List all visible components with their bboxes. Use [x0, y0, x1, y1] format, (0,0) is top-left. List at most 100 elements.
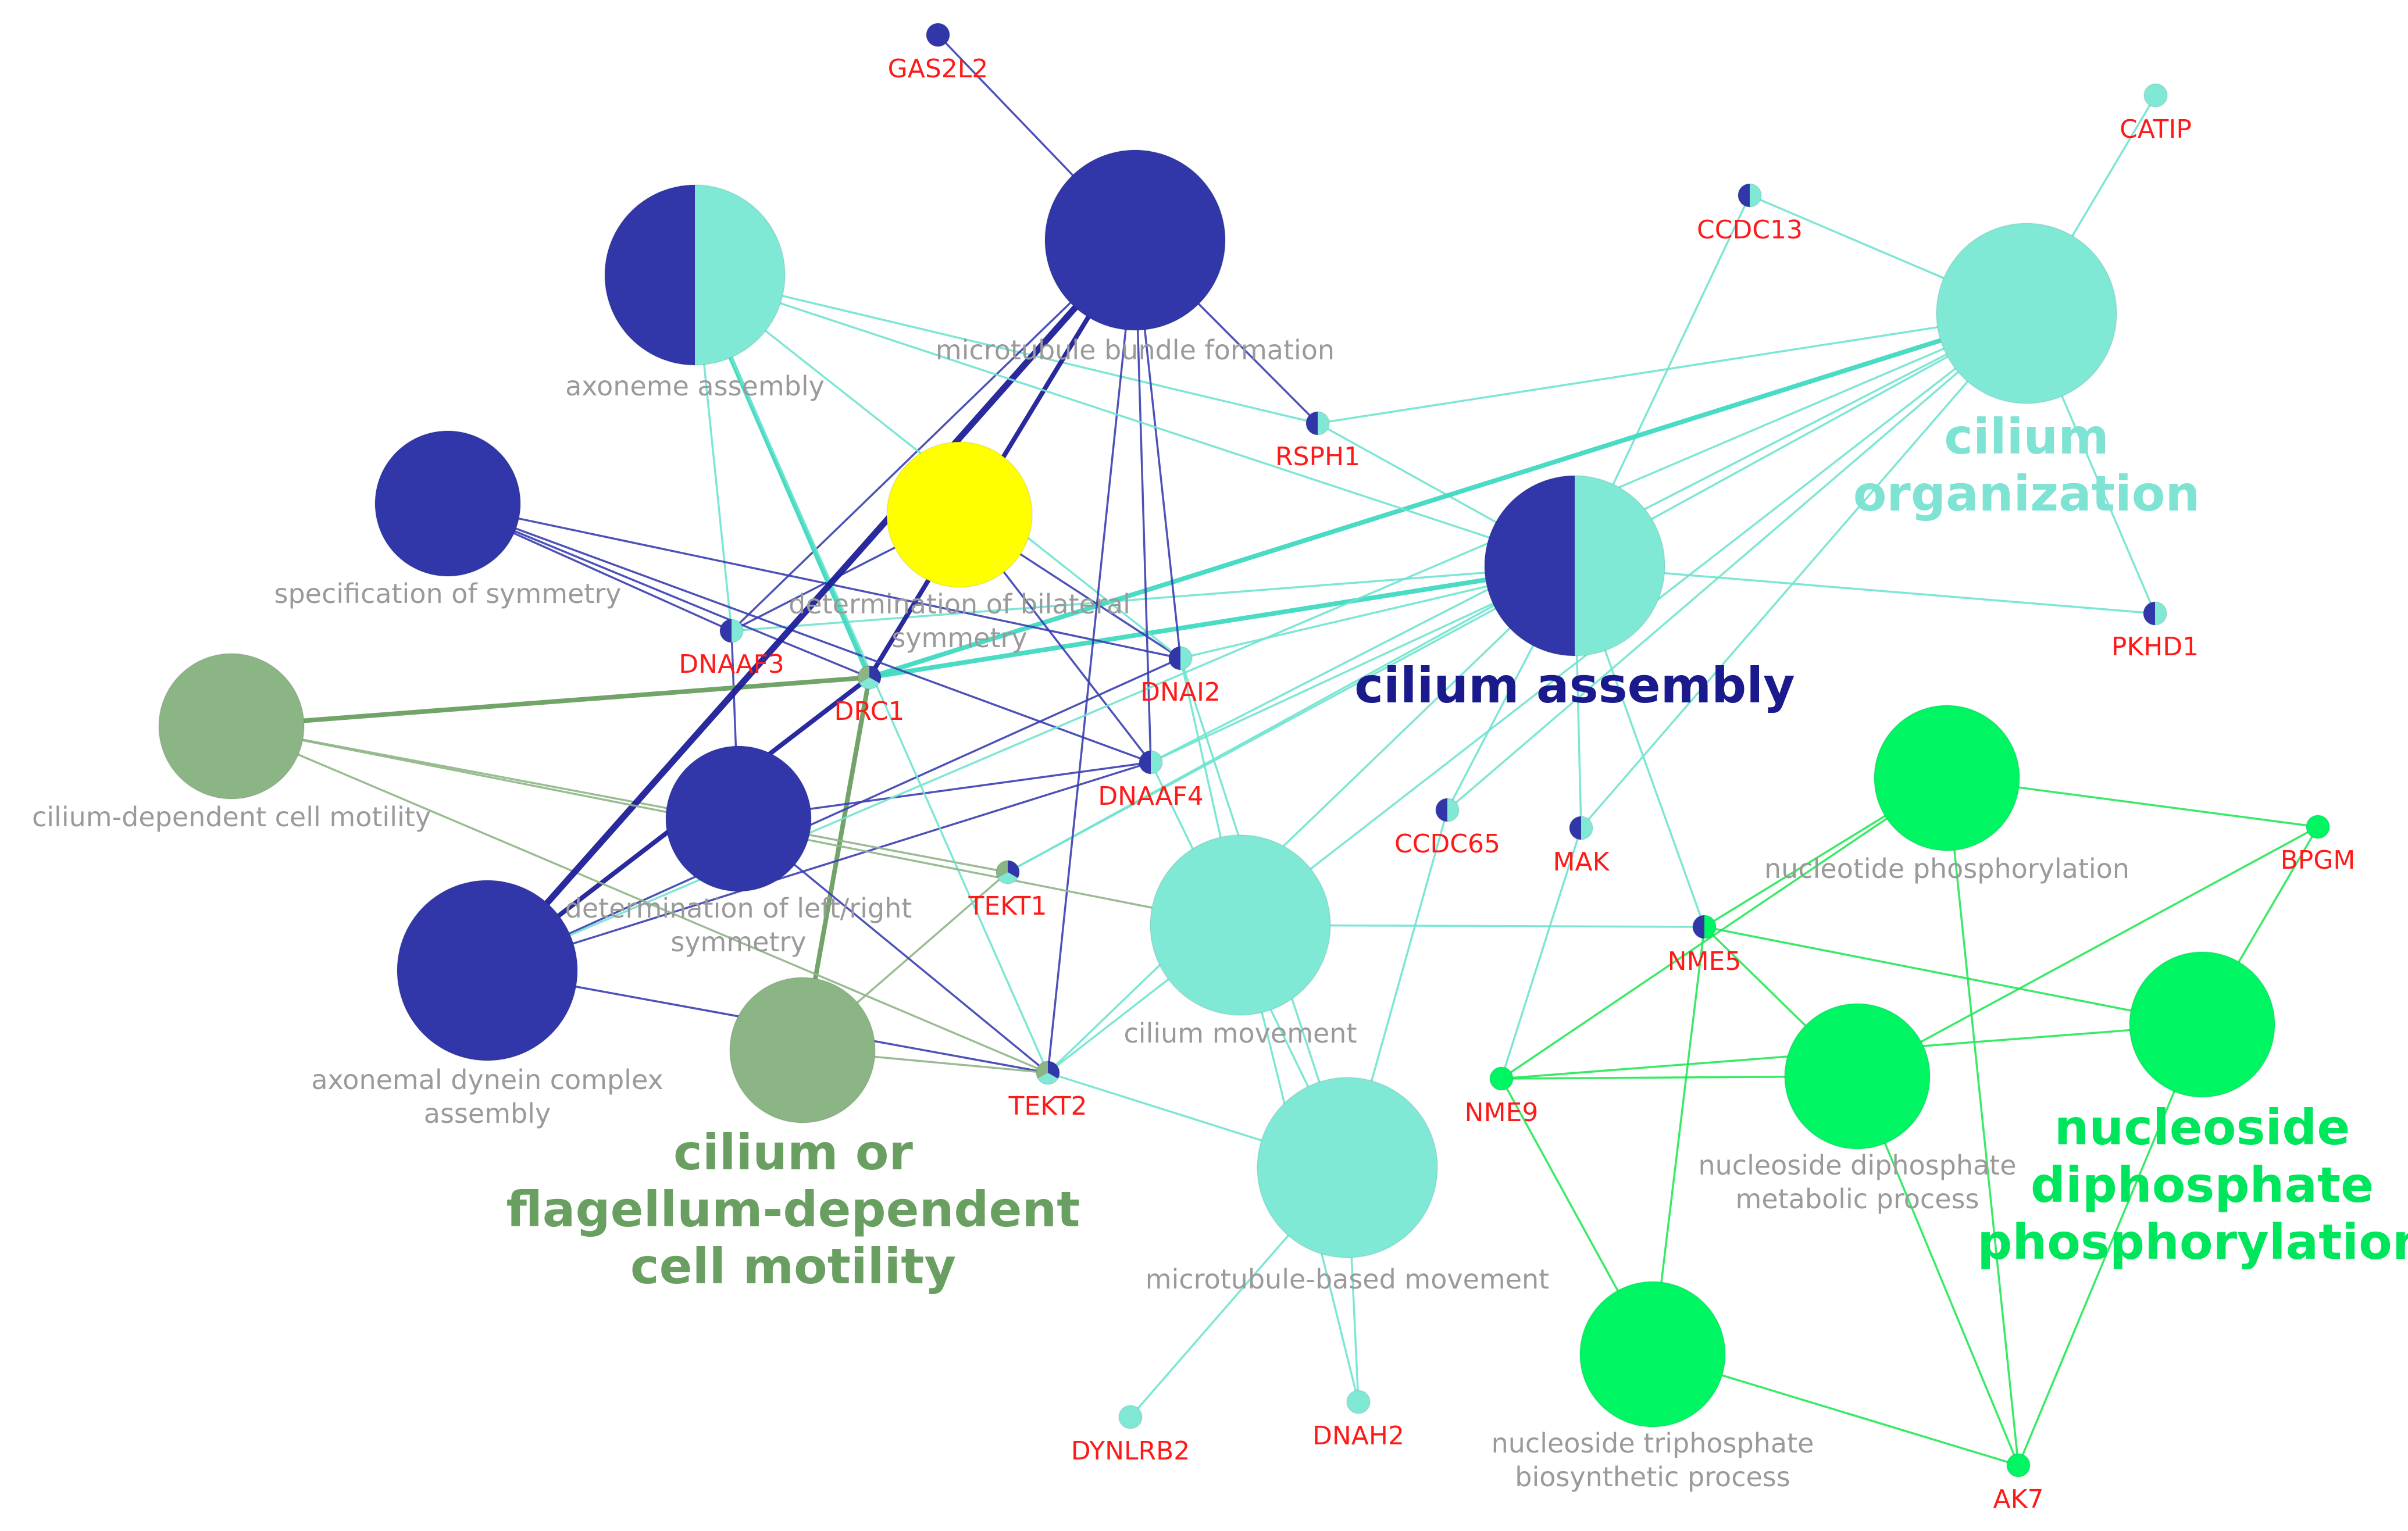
group-label-nucleoside_phosphorylation: diphosphate [2031, 1157, 2374, 1214]
gene-node-DNAH2[interactable] [1346, 1390, 1371, 1414]
gene-label-CATIP: CATIP [2120, 115, 2192, 144]
term-node-nucleoside_diphos_phos[interactable] [2129, 951, 2275, 1098]
edge-DNAAF3-cilium_assembly [731, 565, 1575, 632]
gene-label-MAK: MAK [1553, 847, 1610, 877]
term-node-microtubule_bundle[interactable] [1044, 149, 1226, 331]
edge-DNAI2-dynein_assembly [487, 657, 1181, 972]
gene-label-NME9: NME9 [1465, 1098, 1539, 1127]
gene-node-GAS2L2[interactable] [926, 23, 950, 47]
edge-AK7-nucleotide_phos [1946, 777, 2020, 1466]
gene-node-MAK[interactable] [1569, 816, 1593, 840]
node-labels: axoneme assembly microtubule bundle forma… [32, 54, 2355, 1514]
gene-node-BPGM[interactable] [2306, 815, 2330, 839]
term-node-dynein_assembly[interactable] [397, 880, 578, 1061]
edge-TEKT2-cilium_assembly [1047, 565, 1576, 1074]
gene-node-DNAI2[interactable] [1168, 646, 1193, 670]
gene-node-AK7[interactable] [2006, 1453, 2031, 1478]
term-label-bilateral_symmetry: determination of bilateral [789, 588, 1130, 620]
edge-TEKT2-cilium_dependent_motility [231, 725, 1048, 1074]
gene-node-TEKT2[interactable] [1036, 1061, 1060, 1085]
term-label-nucleoside_triphos: biosynthetic process [1515, 1461, 1790, 1493]
edge-NME5-nucleoside_diphos_phos [1704, 926, 2203, 1026]
edge-DRC1-cilium_dependent_motility [231, 675, 870, 729]
term-node-cilium_assembly[interactable] [1484, 475, 1665, 656]
gene-label-NME5: NME5 [1668, 947, 1742, 976]
term-label-nucleoside_diphos_metab: metabolic process [1736, 1183, 1979, 1215]
group-label-cilium_assembly: cilium assembly [1354, 657, 1795, 714]
gene-node-DYNLRB2[interactable] [1118, 1405, 1143, 1429]
edge-DRC1-spec_symmetry [447, 502, 870, 679]
gene-node-CCDC65[interactable] [1435, 798, 1460, 822]
edge-axoneme_assembly-cilium_assembly [694, 274, 1575, 567]
gene-label-PKHD1: PKHD1 [2111, 632, 2199, 662]
edge-DRC1-cilium_organization [868, 311, 2028, 680]
network-nodes [158, 23, 2330, 1478]
term-label-axoneme_assembly: axoneme assembly [565, 370, 825, 402]
gene-node-NME5[interactable] [1692, 915, 1717, 939]
gene-node-CATIP[interactable] [2143, 83, 2168, 108]
term-label-left_right_symmetry: symmetry [670, 926, 806, 958]
gene-node-DRC1[interactable] [857, 665, 882, 690]
gene-node-NME9[interactable] [1489, 1066, 1514, 1091]
term-node-nucleotide_phos[interactable] [1874, 705, 2020, 851]
edge-MAK-cilium_organization [1580, 312, 2028, 829]
group-label-cilium_motility: flagellum-dependent [506, 1181, 1080, 1238]
gene-node-PKHD1[interactable] [2143, 601, 2167, 626]
edge-DNAAF4-dynein_assembly [487, 761, 1151, 972]
gene-node-DNAAF3[interactable] [719, 619, 744, 643]
gene-label-TEKT2: TEKT2 [1008, 1091, 1087, 1121]
edge-dynein_assembly-microtubule_bundle [484, 238, 1138, 973]
term-node-nucleoside_diphos_metab[interactable] [1784, 1003, 1931, 1150]
edge-PKHD1-cilium_assembly [1574, 565, 2156, 615]
term-label-dynein_assembly: assembly [424, 1098, 551, 1129]
edge-TEKT1-cilium_dependent_motility [231, 725, 1008, 873]
term-node-spec_symmetry[interactable] [374, 430, 521, 577]
term-node-cilium_flagellum_motility[interactable] [729, 977, 876, 1123]
term-label-nucleoside_triphos: nucleoside triphosphate [1492, 1427, 1814, 1459]
group-label-cilium_motility: cilium or [673, 1124, 913, 1181]
term-node-microtubule_movement[interactable] [1257, 1077, 1438, 1258]
term-node-bilateral_symmetry[interactable] [886, 441, 1033, 588]
gene-label-AK7: AK7 [1993, 1484, 2044, 1514]
term-node-axoneme_assembly[interactable] [604, 184, 786, 366]
edge-DNAAF3-microtubule_bundle [730, 239, 1136, 632]
group-label-nucleoside_phosphorylation: nucleoside [2054, 1099, 2350, 1156]
gene-label-BPGM: BPGM [2281, 845, 2356, 875]
term-node-cilium_movement[interactable] [1150, 834, 1331, 1016]
term-node-left_right_symmetry[interactable] [665, 745, 812, 892]
term-label-cilium_dependent_motility: cilium-dependent cell motility [32, 801, 431, 833]
term-label-microtubule_movement: microtubule-based movement [1146, 1264, 1549, 1295]
group-label-cilium_organization: organization [1853, 465, 2200, 522]
group-label-cilium_motility: cell motility [630, 1238, 956, 1295]
term-label-nucleoside_diphos_metab: nucleoside diphosphate [1698, 1150, 2016, 1181]
term-label-dynein_assembly: axonemal dynein complex [311, 1064, 663, 1095]
gene-label-CCDC65: CCDC65 [1394, 829, 1500, 859]
gene-label-DYNLRB2: DYNLRB2 [1071, 1436, 1190, 1466]
edge-CCDC65-cilium_organization [1446, 312, 2028, 811]
term-label-microtubule_bundle: microtubule bundle formation [936, 334, 1335, 366]
edge-NME9-MAK [1500, 827, 1582, 1079]
edge-RSPH1-cilium_organization [1317, 312, 2027, 424]
term-node-cilium_dependent_motility[interactable] [158, 653, 305, 800]
group-labels: cilium assemblyciliumorganizationcilium … [506, 408, 2408, 1295]
term-label-nucleotide_phos: nucleotide phosphorylation [1764, 853, 2129, 884]
edge-BPGM-nucleoside_diphos_metab [1857, 826, 2318, 1077]
term-node-cilium_organization[interactable] [1936, 223, 2117, 404]
term-label-spec_symmetry: specification of symmetry [274, 578, 622, 609]
edge-DNAI2-spec_symmetry [447, 502, 1181, 659]
gene-label-TEKT1: TEKT1 [968, 891, 1047, 921]
gene-node-RSPH1[interactable] [1305, 411, 1330, 436]
gene-label-DNAI2: DNAI2 [1140, 677, 1221, 707]
network-edges [231, 34, 2319, 1466]
gene-node-CCDC13[interactable] [1738, 183, 1762, 208]
term-node-nucleoside_triphos[interactable] [1579, 1281, 1726, 1427]
term-label-cilium_movement: cilium movement [1124, 1018, 1357, 1049]
gene-node-TEKT1[interactable] [996, 860, 1020, 884]
gene-label-DNAH2: DNAH2 [1312, 1421, 1404, 1451]
edge-NME9-nucleotide_phos [1501, 777, 1947, 1080]
gene-label-GAS2L2: GAS2L2 [888, 54, 989, 84]
group-label-nucleoside_phosphorylation: phosphorylation [1977, 1214, 2408, 1271]
gene-node-DNAAF4[interactable] [1139, 750, 1163, 775]
term-label-bilateral_symmetry: symmetry [891, 622, 1027, 654]
